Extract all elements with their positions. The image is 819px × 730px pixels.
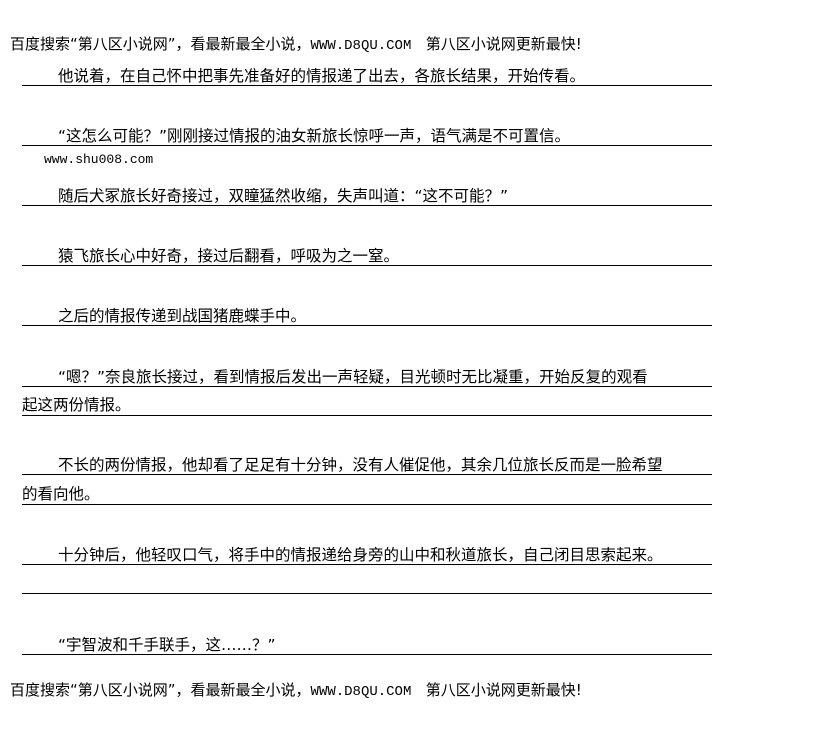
text-line-empty	[22, 574, 712, 594]
text-line: “这怎么可能？”刚刚接过情报的油女新旅长惊呼一声，语气满是不可置信。	[22, 126, 712, 146]
text-line: 的看向他。	[22, 484, 712, 505]
text-line: 之后的情报传递到战国猪鹿蝶手中。	[22, 306, 712, 326]
header-tail: 第八区小说网更新最快!	[425, 35, 582, 53]
header-banner: 百度搜索“第八区小说网”，看最新最全小说，WWW.D8QU.COM 第八区小说网…	[10, 33, 582, 54]
footer-text: 百度搜索“第八区小说网”，看最新最全小说，	[10, 681, 311, 699]
text-line: 随后犬冢旅长好奇接过，双瞳猛然收缩，失声叫道：“这不可能？”	[22, 186, 712, 206]
text-line: 起这两份情报。	[22, 395, 712, 416]
text-line: “嗯？”奈良旅长接过，看到情报后发出一声轻疑，目光顿时无比凝重，开始反复的观看	[22, 367, 712, 387]
text-line: “宇智波和千手联手，这……？”	[22, 635, 712, 655]
header-url[interactable]: WWW.D8QU.COM	[310, 38, 412, 54]
header-text: 百度搜索“第八区小说网”，看最新最全小说，	[10, 35, 311, 53]
footer-tail: 第八区小说网更新最快!	[425, 681, 582, 699]
text-line: 他说着，在自己怀中把事先准备好的情报递了出去，各旅长结果，开始传看。	[22, 66, 712, 86]
text-line: 十分钟后，他轻叹口气，将手中的情报递给身旁的山中和秋道旅长，自己闭目思索起来。	[22, 545, 712, 565]
footer-banner: 百度搜索“第八区小说网”，看最新最全小说，WWW.D8QU.COM 第八区小说网…	[10, 679, 582, 700]
footer-url[interactable]: WWW.D8QU.COM	[310, 684, 412, 700]
text-line: 不长的两份情报，他却看了足足有十分钟，没有人催促他，其余几位旅长反而是一脸希望	[22, 455, 712, 475]
watermark-url: www.shu008.com	[44, 152, 154, 167]
text-line: 猿飞旅长心中好奇，接过后翻看，呼吸为之一窒。	[22, 246, 712, 266]
